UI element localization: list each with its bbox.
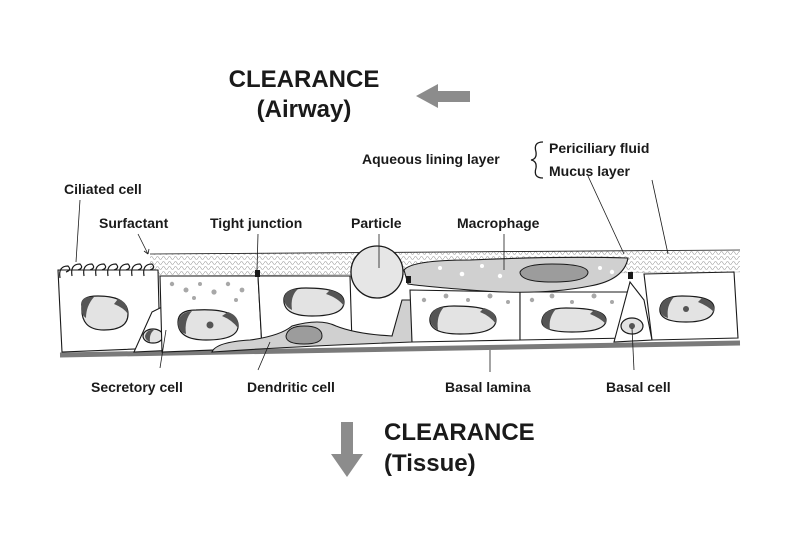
left-arrow-icon [416, 84, 470, 108]
epithelial-cells [57, 245, 739, 353]
secretory-cell-label: Secretory cell [91, 379, 183, 395]
basal-lamina [59, 340, 741, 358]
ciliated-cell-label: Ciliated cell [64, 181, 142, 197]
tight-junction-label: Tight junction [210, 215, 302, 231]
brace-icon [530, 141, 544, 179]
leader-lines [75, 175, 669, 372]
tight-junction-mark [406, 276, 411, 283]
particle [350, 245, 404, 299]
dendritic-cell-label: Dendritic cell [247, 379, 335, 395]
basal-cell-label: Basal cell [606, 379, 671, 395]
macrophage-label: Macrophage [457, 215, 540, 231]
clearance-airway-subtitle: (Airway) [257, 96, 352, 123]
tight-junction-mark [628, 272, 633, 279]
surfactant-label: Surfactant [99, 215, 169, 231]
tight-junction-mark [255, 270, 260, 277]
down-arrow-icon [331, 422, 363, 477]
clearance-tissue-subtitle: (Tissue) [384, 450, 476, 477]
mucus-layer-label: Mucus layer [549, 163, 630, 179]
macrophage [403, 256, 629, 293]
clearance-airway-title: CLEARANCE [229, 66, 380, 93]
periciliary-fluid-label: Periciliary fluid [549, 140, 649, 156]
particle-label: Particle [351, 215, 402, 231]
cilia [59, 263, 155, 279]
aqueous-lining-label: Aqueous lining layer [362, 151, 500, 167]
basal-lamina-label: Basal lamina [445, 379, 531, 395]
dendritic-cell [211, 299, 413, 353]
clearance-tissue-title: CLEARANCE [384, 419, 535, 446]
